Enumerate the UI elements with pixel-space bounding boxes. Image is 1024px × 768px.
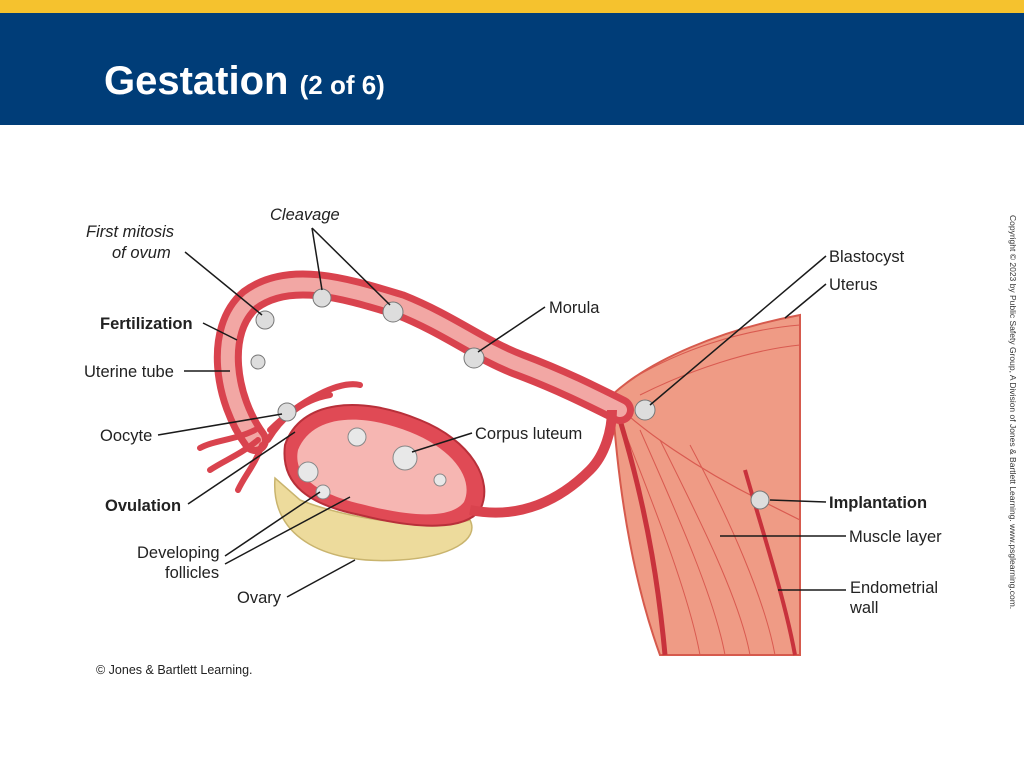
label-cleavage: Cleavage bbox=[270, 206, 340, 224]
label-corpus-luteum: Corpus luteum bbox=[475, 425, 582, 443]
diagram-labels: First mitosis of ovum Cleavage Fertiliza… bbox=[84, 206, 942, 617]
label-fertilization: Fertilization bbox=[100, 315, 193, 333]
label-implantation: Implantation bbox=[829, 494, 927, 512]
top-accent-stripe bbox=[0, 0, 1024, 13]
label-morula: Morula bbox=[549, 299, 600, 317]
label-oocyte: Oocyte bbox=[100, 427, 152, 445]
label-endometrial-wall-line1: Endometrial bbox=[850, 579, 938, 597]
label-muscle-layer: Muscle layer bbox=[849, 528, 942, 546]
label-first-mitosis-line2: of ovum bbox=[112, 244, 171, 262]
slide-title-subtitle: (2 of 6) bbox=[299, 70, 385, 100]
side-copyright-text: Copyright © 2023 by Public Safety Group,… bbox=[1008, 215, 1018, 610]
side-copyright: Copyright © 2023 by Public Safety Group,… bbox=[1006, 215, 1020, 615]
leader-lines bbox=[157, 227, 846, 598]
ovary-illustration bbox=[274, 404, 486, 562]
gestation-diagram: First mitosis of ovum Cleavage Fertiliza… bbox=[84, 206, 942, 656]
slide-title-main: Gestation bbox=[104, 59, 289, 103]
label-uterus: Uterus bbox=[829, 276, 878, 294]
label-blastocyst: Blastocyst bbox=[829, 248, 905, 266]
label-developing-follicles-line1: Developing bbox=[137, 544, 220, 562]
image-credit: © Jones & Bartlett Learning. bbox=[96, 663, 253, 677]
uterus-illustration bbox=[610, 313, 801, 656]
label-developing-follicles-line2: follicles bbox=[165, 564, 219, 582]
label-ovary: Ovary bbox=[237, 589, 282, 607]
label-endometrial-wall-line2: wall bbox=[849, 599, 878, 617]
title-bar: Gestation (2 of 6) bbox=[0, 13, 1024, 125]
label-first-mitosis-line1: First mitosis bbox=[86, 223, 174, 241]
label-uterine-tube: Uterine tube bbox=[84, 363, 174, 381]
label-ovulation: Ovulation bbox=[105, 497, 181, 515]
slide-title: Gestation (2 of 6) bbox=[104, 59, 385, 104]
